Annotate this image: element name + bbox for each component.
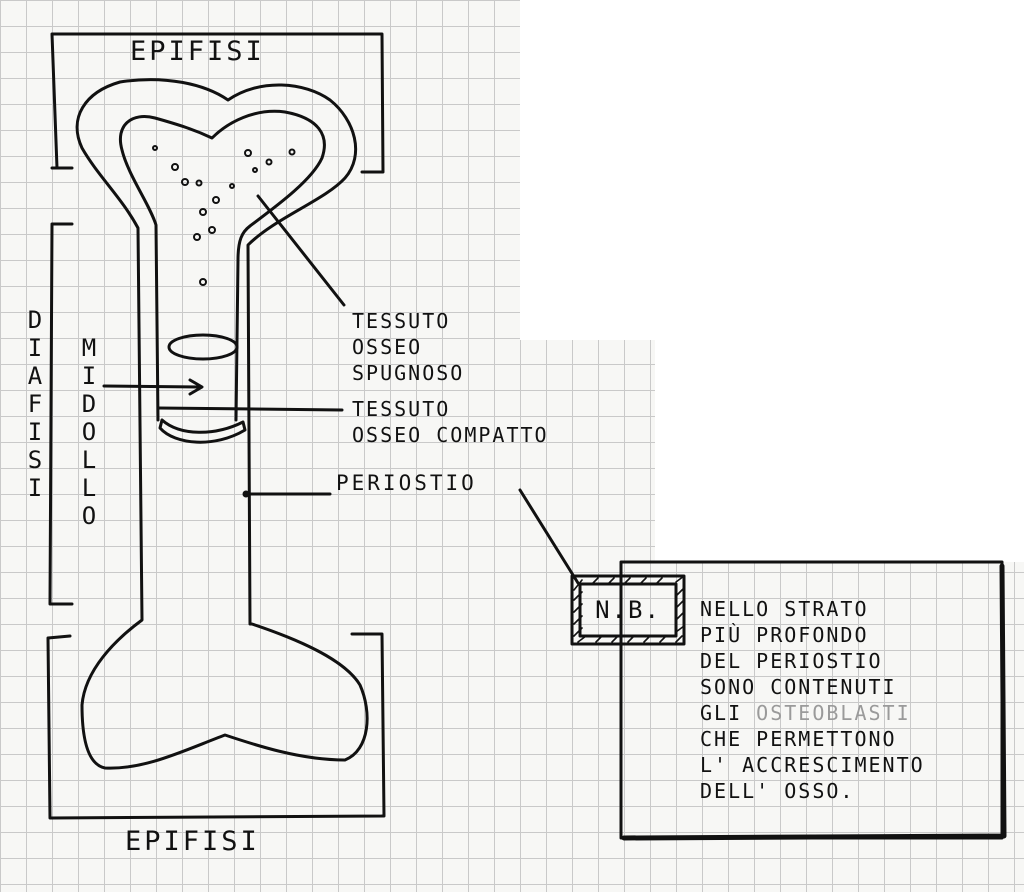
compact-bone-cut bbox=[158, 418, 247, 444]
label-diafisi: DIAFISI bbox=[27, 306, 43, 502]
compatto-line-2: OSSEO COMPATTO bbox=[352, 423, 549, 447]
epifisi-bottom-bracket bbox=[46, 632, 386, 820]
label-epifisi-top: EPIFISI bbox=[130, 36, 265, 67]
note-line-5: GLI OSTEOBLASTI bbox=[700, 700, 925, 726]
note-text: NELLO STRATO PIÙ PROFONDO DEL PERIOSTIO … bbox=[700, 596, 925, 804]
nb-badge-inner bbox=[578, 582, 678, 638]
midollo-arrow bbox=[102, 384, 202, 389]
note-line-5-prefix: GLI bbox=[700, 701, 743, 725]
note-line-1: NELLO STRATO bbox=[700, 597, 869, 621]
note-box-shadow bbox=[621, 563, 1007, 841]
spugnoso-line-3: SPUGNOSO bbox=[352, 361, 465, 385]
note-line-6: CHE PERMETTONO bbox=[700, 727, 897, 751]
bone-outline bbox=[75, 78, 369, 770]
spongy-pores bbox=[152, 145, 296, 286]
spugnoso-line-1: TESSUTO bbox=[352, 309, 451, 333]
spugnoso-line-2: OSSEO bbox=[352, 335, 423, 359]
note-line-3: DEL PERIOSTIO bbox=[700, 649, 883, 673]
nb-badge-outer bbox=[570, 574, 686, 646]
leader-compatto bbox=[156, 406, 344, 412]
label-periostio: PERIOSTIO bbox=[336, 471, 477, 495]
diafisi-bracket bbox=[48, 222, 74, 606]
note-line-4: SONO CONTENUTI bbox=[700, 675, 897, 699]
medullary-cavity-outline bbox=[119, 109, 326, 422]
note-line-8: DELL' OSSO. bbox=[700, 779, 855, 803]
blank-paper-area bbox=[520, 0, 1024, 340]
leader-periostio-to-nb bbox=[518, 488, 580, 585]
note-line-7: L' ACCRESCIMENTO bbox=[700, 753, 925, 777]
label-midollo: MIDOLLO bbox=[81, 334, 97, 530]
nb-hatching bbox=[573, 575, 685, 643]
leader-spugnoso bbox=[256, 194, 346, 307]
periostio-dot bbox=[242, 490, 250, 498]
marrow-ellipse bbox=[167, 333, 239, 361]
blank-paper-area-2 bbox=[655, 340, 1024, 562]
label-tessuto-compatto: TESSUTO OSSEO COMPATTO bbox=[352, 396, 549, 448]
label-tessuto-spugnoso: TESSUTO OSSEO SPUGNOSO bbox=[352, 308, 464, 386]
epifisi-top-bracket bbox=[50, 32, 385, 174]
label-epifisi-bottom: EPIFISI bbox=[125, 826, 260, 857]
midollo-arrow-head bbox=[188, 378, 204, 396]
compatto-line-1: TESSUTO bbox=[352, 397, 451, 421]
nb-badge-label: N.B. bbox=[595, 596, 661, 624]
osteoblasti-highlight: OSTEOBLASTI bbox=[756, 701, 911, 725]
note-line-2: PIÙ PROFONDO bbox=[700, 623, 869, 647]
